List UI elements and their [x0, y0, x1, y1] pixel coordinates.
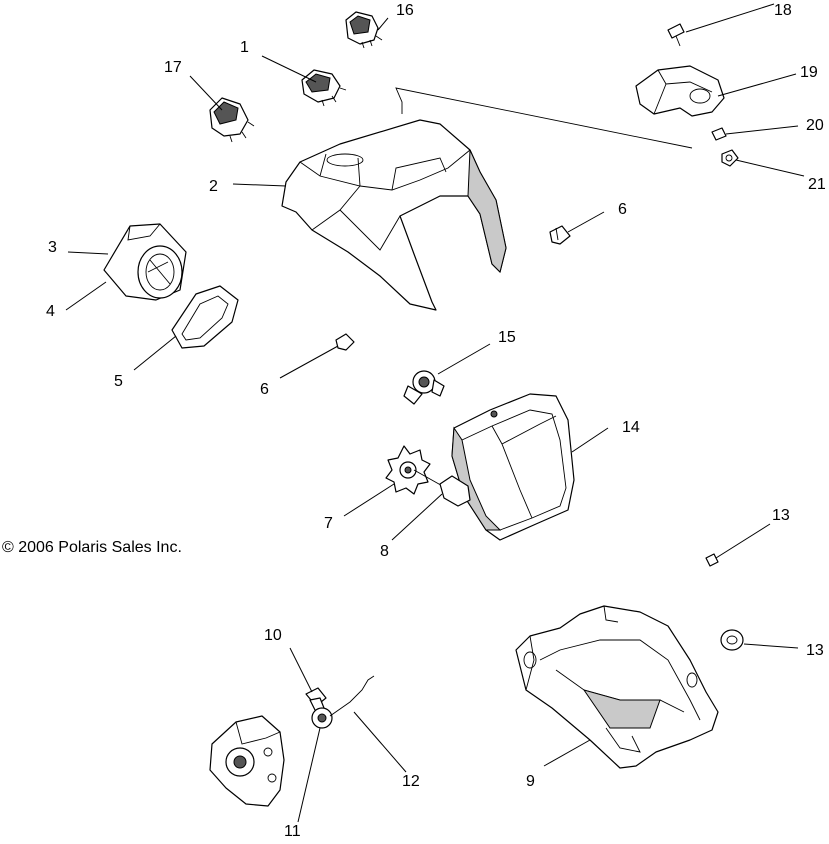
- part-6-screw-lower: [335, 333, 355, 351]
- part-6-screw-upper: [549, 225, 571, 245]
- part-10-bolt: [305, 687, 327, 713]
- callout-14: 13: [772, 507, 790, 524]
- part-14-screw: [705, 553, 719, 567]
- callout-20: 19: [800, 64, 818, 81]
- part-8-adjuster: [413, 469, 471, 507]
- part-22-nut: [721, 149, 739, 167]
- callout-13: 13: [806, 642, 824, 659]
- part-7-gear: [385, 445, 431, 495]
- part-12-wire: [329, 675, 375, 717]
- callout-8: 8: [380, 543, 389, 560]
- callout-1: 1: [240, 39, 249, 56]
- part-11-socket: [311, 707, 333, 729]
- part-15-headlight: [451, 393, 575, 541]
- part-16-bulb: [403, 370, 445, 405]
- part-2-hood: [281, 87, 693, 311]
- callout-16: 15: [498, 329, 516, 346]
- part-21-washer: [711, 127, 727, 141]
- callout-22: 21: [808, 176, 826, 193]
- callout-18: 17: [164, 59, 182, 76]
- part-5-seal-ring: [171, 285, 239, 349]
- callout-19: 18: [774, 2, 792, 19]
- callout-12: 12: [402, 773, 420, 790]
- callout-7: 7: [324, 515, 333, 532]
- callout-6-upper: 6: [618, 201, 627, 218]
- part-3-4-gauge-cup: [103, 223, 187, 301]
- part-1-switch: [301, 69, 347, 107]
- part-19-screw: [667, 23, 685, 47]
- part-20-bracket: [635, 65, 725, 117]
- leader-lines: [65, 3, 805, 823]
- part-17-switch: [345, 11, 383, 49]
- callout-21: 20: [806, 117, 824, 134]
- copyright-text: © 2006 Polaris Sales Inc.: [2, 539, 182, 556]
- callout-5: 5: [114, 373, 123, 390]
- callout-3: 3: [48, 239, 57, 256]
- callout-6-lower: 6: [260, 381, 269, 398]
- part-13-washer: [720, 629, 744, 651]
- callout-15: 14: [622, 419, 640, 436]
- callout-2: 2: [209, 178, 218, 195]
- callout-9: 9: [526, 773, 535, 790]
- callout-17: 16: [396, 2, 414, 19]
- part-9-lower-housing: [515, 605, 719, 769]
- callout-4: 4: [46, 303, 55, 320]
- switch-control-assembly: [209, 715, 285, 807]
- callout-labels: 16 1 17 2 3 4 5 6 6 15 14 7 8 13 13 9 10…: [46, 2, 826, 840]
- callout-10: 10: [264, 627, 282, 644]
- callout-11: 11: [284, 823, 301, 839]
